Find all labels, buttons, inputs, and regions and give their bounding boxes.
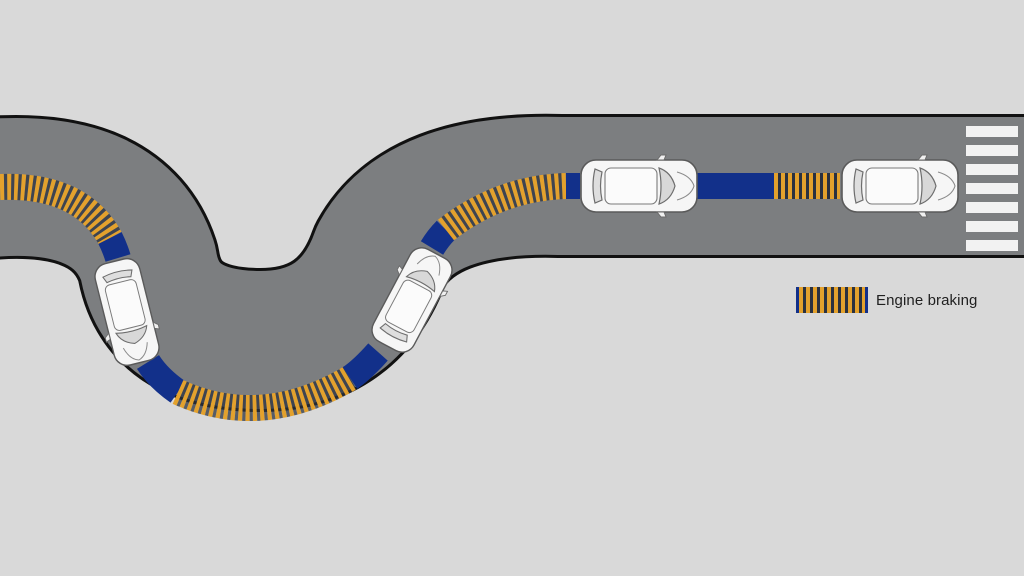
legend-label: Engine braking [876, 291, 978, 309]
engine-braking-zone [0, 173, 122, 245]
engine-braking-zone-dark [0, 173, 122, 245]
crosswalk [966, 126, 1018, 251]
blue-zone [98, 232, 131, 262]
legend: Engine braking [796, 287, 977, 313]
blue-zone [342, 343, 388, 389]
blue-zone [566, 173, 580, 199]
engine-braking-zone [438, 173, 567, 241]
blue-zone [420, 220, 456, 255]
road-surface [0, 116, 1024, 409]
engine-braking-swatch [796, 287, 868, 313]
engine-braking-zone [172, 366, 357, 422]
engine-braking-stripes [778, 173, 837, 199]
car [580, 154, 698, 218]
blue-zone [136, 354, 186, 403]
blue-zone [696, 173, 774, 199]
car [841, 154, 959, 218]
